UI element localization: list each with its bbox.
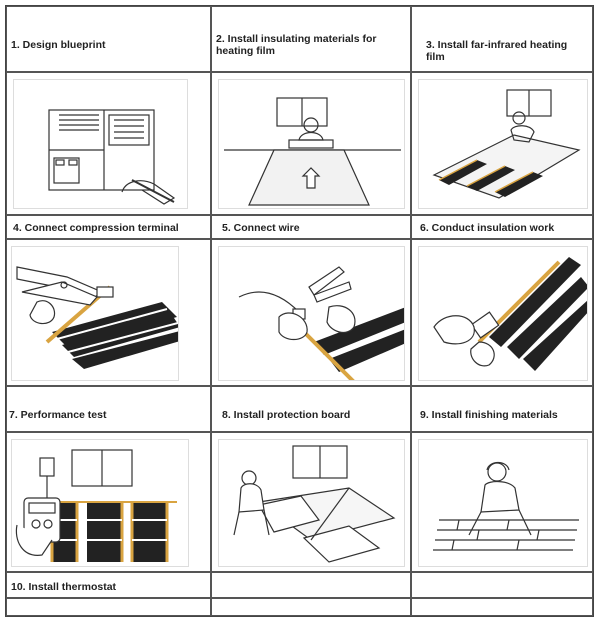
wire-connection-illustration [218, 246, 405, 381]
empty-label-cell-12 [411, 572, 593, 598]
insulation-illustration [218, 79, 405, 209]
step-label-7: 7. Performance test [9, 409, 107, 421]
label-cell-6: 6. Conduct insulation work [411, 215, 593, 239]
image-cell-2 [211, 72, 411, 215]
compression-terminal-illustration [11, 246, 179, 381]
step-label-9: 9. Install finishing materials [420, 409, 558, 421]
image-cell-3 [411, 72, 593, 215]
image-cell-1 [6, 72, 211, 215]
performance-test-illustration [11, 439, 189, 567]
step-label-10: 10. Install thermostat [11, 581, 117, 593]
step-label-3: 3. Install far-infrared heating film [426, 39, 568, 63]
image-cell-4 [6, 239, 211, 386]
image-cell-5 [211, 239, 411, 386]
label-cell-5: 5. Connect wire [211, 215, 411, 239]
empty-image-cell-11 [211, 598, 411, 616]
step-label-2: 2. Install insulating materials for heat… [216, 33, 377, 57]
label-cell-10: 10. Install thermostat [6, 572, 211, 598]
image-cell-7 [6, 432, 211, 572]
image-cell-8 [211, 432, 411, 572]
image-cell-9 [411, 432, 593, 572]
label-cell-4: 4. Connect compression terminal [6, 215, 211, 239]
blueprint-illustration [13, 79, 188, 209]
label-cell-3: 3. Install far-infrared heating film [411, 6, 593, 72]
empty-label-cell-11 [211, 572, 411, 598]
insulation-work-illustration [418, 246, 588, 381]
step-label-4: 4. Connect compression terminal [13, 222, 179, 234]
step-label-1: 1. Design blueprint [11, 39, 106, 51]
label-cell-8: 8. Install protection board [211, 386, 411, 432]
step-label-6: 6. Conduct insulation work [420, 222, 555, 234]
empty-image-cell-12 [411, 598, 593, 616]
label-cell-7: 7. Performance test [6, 386, 211, 432]
label-cell-2: 2. Install insulating materials for heat… [211, 6, 411, 72]
step-label-8: 8. Install protection board [222, 409, 351, 421]
empty-image-cell-10 [6, 598, 211, 616]
label-cell-1: 1. Design blueprint [6, 6, 211, 72]
step-label-5: 5. Connect wire [222, 222, 300, 234]
steps-table: 1. Design blueprint 2. Install insulatin… [5, 5, 594, 617]
label-cell-9: 9. Install finishing materials [411, 386, 593, 432]
image-cell-6 [411, 239, 593, 386]
finishing-materials-illustration [418, 439, 588, 567]
heating-film-illustration [418, 79, 588, 209]
protection-board-illustration [218, 439, 405, 567]
